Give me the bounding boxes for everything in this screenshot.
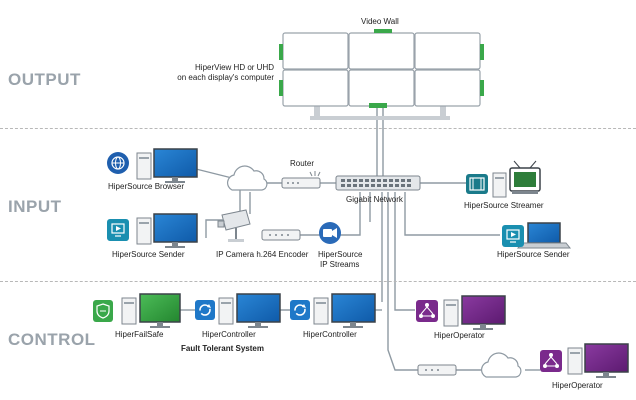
network-nodes-icon bbox=[416, 300, 438, 322]
video-camera-icon bbox=[319, 222, 341, 244]
video-wall-label: Video Wall bbox=[361, 17, 399, 26]
section-divider bbox=[0, 128, 636, 129]
wall-panel bbox=[414, 69, 481, 107]
shield-icon bbox=[93, 300, 113, 322]
video-wall bbox=[279, 29, 484, 120]
wall-panel bbox=[282, 69, 349, 107]
section-input-label: INPUT bbox=[8, 197, 62, 216]
display-computer bbox=[369, 103, 387, 108]
router-label: Router bbox=[290, 159, 315, 168]
section-control-label: CONTROL bbox=[8, 330, 96, 349]
ip-camera-encoder-label: IP Camera h.264 Encoder bbox=[216, 250, 309, 259]
encoder-box bbox=[261, 229, 301, 241]
ip-camera bbox=[217, 209, 251, 242]
display-computer bbox=[480, 44, 484, 60]
gigabit-switch bbox=[335, 175, 421, 191]
hiperview-label-line1: HiperView HD or UHD bbox=[195, 63, 274, 72]
hipersource-browser-label: HiperSource Browser bbox=[108, 182, 185, 191]
screen-share-icon bbox=[502, 225, 524, 247]
workstation-streamer bbox=[492, 160, 541, 198]
screen-share-icon bbox=[107, 219, 129, 241]
film-icon bbox=[466, 174, 488, 194]
workstation-controller-2 bbox=[313, 293, 376, 328]
display-computer bbox=[279, 44, 283, 60]
laptop-sender-right bbox=[516, 222, 572, 249]
workstation-browser bbox=[136, 148, 198, 183]
display-computer bbox=[279, 80, 283, 96]
hipersource-ip-streams-label-line1: HiperSource bbox=[318, 250, 363, 259]
hipersource-sender-right-label: HiperSource Sender bbox=[497, 250, 570, 259]
hipercontroller-2-label: HiperController bbox=[303, 330, 357, 339]
workstation-sender-left bbox=[136, 213, 198, 248]
workstation-operator-2 bbox=[567, 343, 629, 378]
fault-tolerant-system-label: Fault Tolerant System bbox=[181, 344, 264, 353]
gigabit-network-label: Gigabit Network bbox=[346, 195, 403, 204]
router bbox=[281, 171, 321, 189]
hiperoperator-1-label: HiperOperator bbox=[434, 331, 485, 340]
sync-icon bbox=[290, 300, 310, 320]
display-computer bbox=[480, 80, 484, 96]
cloud-icon bbox=[480, 352, 522, 378]
hipercontroller-1-label: HiperController bbox=[202, 330, 256, 339]
wall-panel bbox=[282, 32, 349, 70]
sync-icon bbox=[195, 300, 215, 320]
display-computer bbox=[374, 29, 392, 33]
hiperoperator-2-label: HiperOperator bbox=[552, 381, 603, 390]
workstation-operator-1 bbox=[443, 295, 506, 330]
section-output-label: OUTPUT bbox=[8, 70, 81, 89]
globe-icon bbox=[107, 152, 129, 174]
cloud-icon bbox=[226, 165, 268, 191]
workstation-failsafe bbox=[121, 293, 181, 328]
hipersource-ip-streams-label-line2: IP Streams bbox=[320, 260, 360, 269]
modem bbox=[417, 364, 457, 376]
hiperfailsafe-label: HiperFailSafe bbox=[115, 330, 164, 339]
wall-panel bbox=[348, 69, 415, 107]
workstation-controller-1 bbox=[218, 293, 281, 328]
hipersource-sender-left-label: HiperSource Sender bbox=[112, 250, 185, 259]
wall-panel bbox=[348, 32, 415, 70]
section-divider bbox=[0, 281, 636, 282]
network-nodes-icon bbox=[540, 350, 562, 372]
wall-panel bbox=[414, 32, 481, 70]
hipersource-streamer-label: HiperSource Streamer bbox=[464, 201, 544, 210]
hiperview-label-line2: on each display's computer bbox=[177, 73, 274, 82]
